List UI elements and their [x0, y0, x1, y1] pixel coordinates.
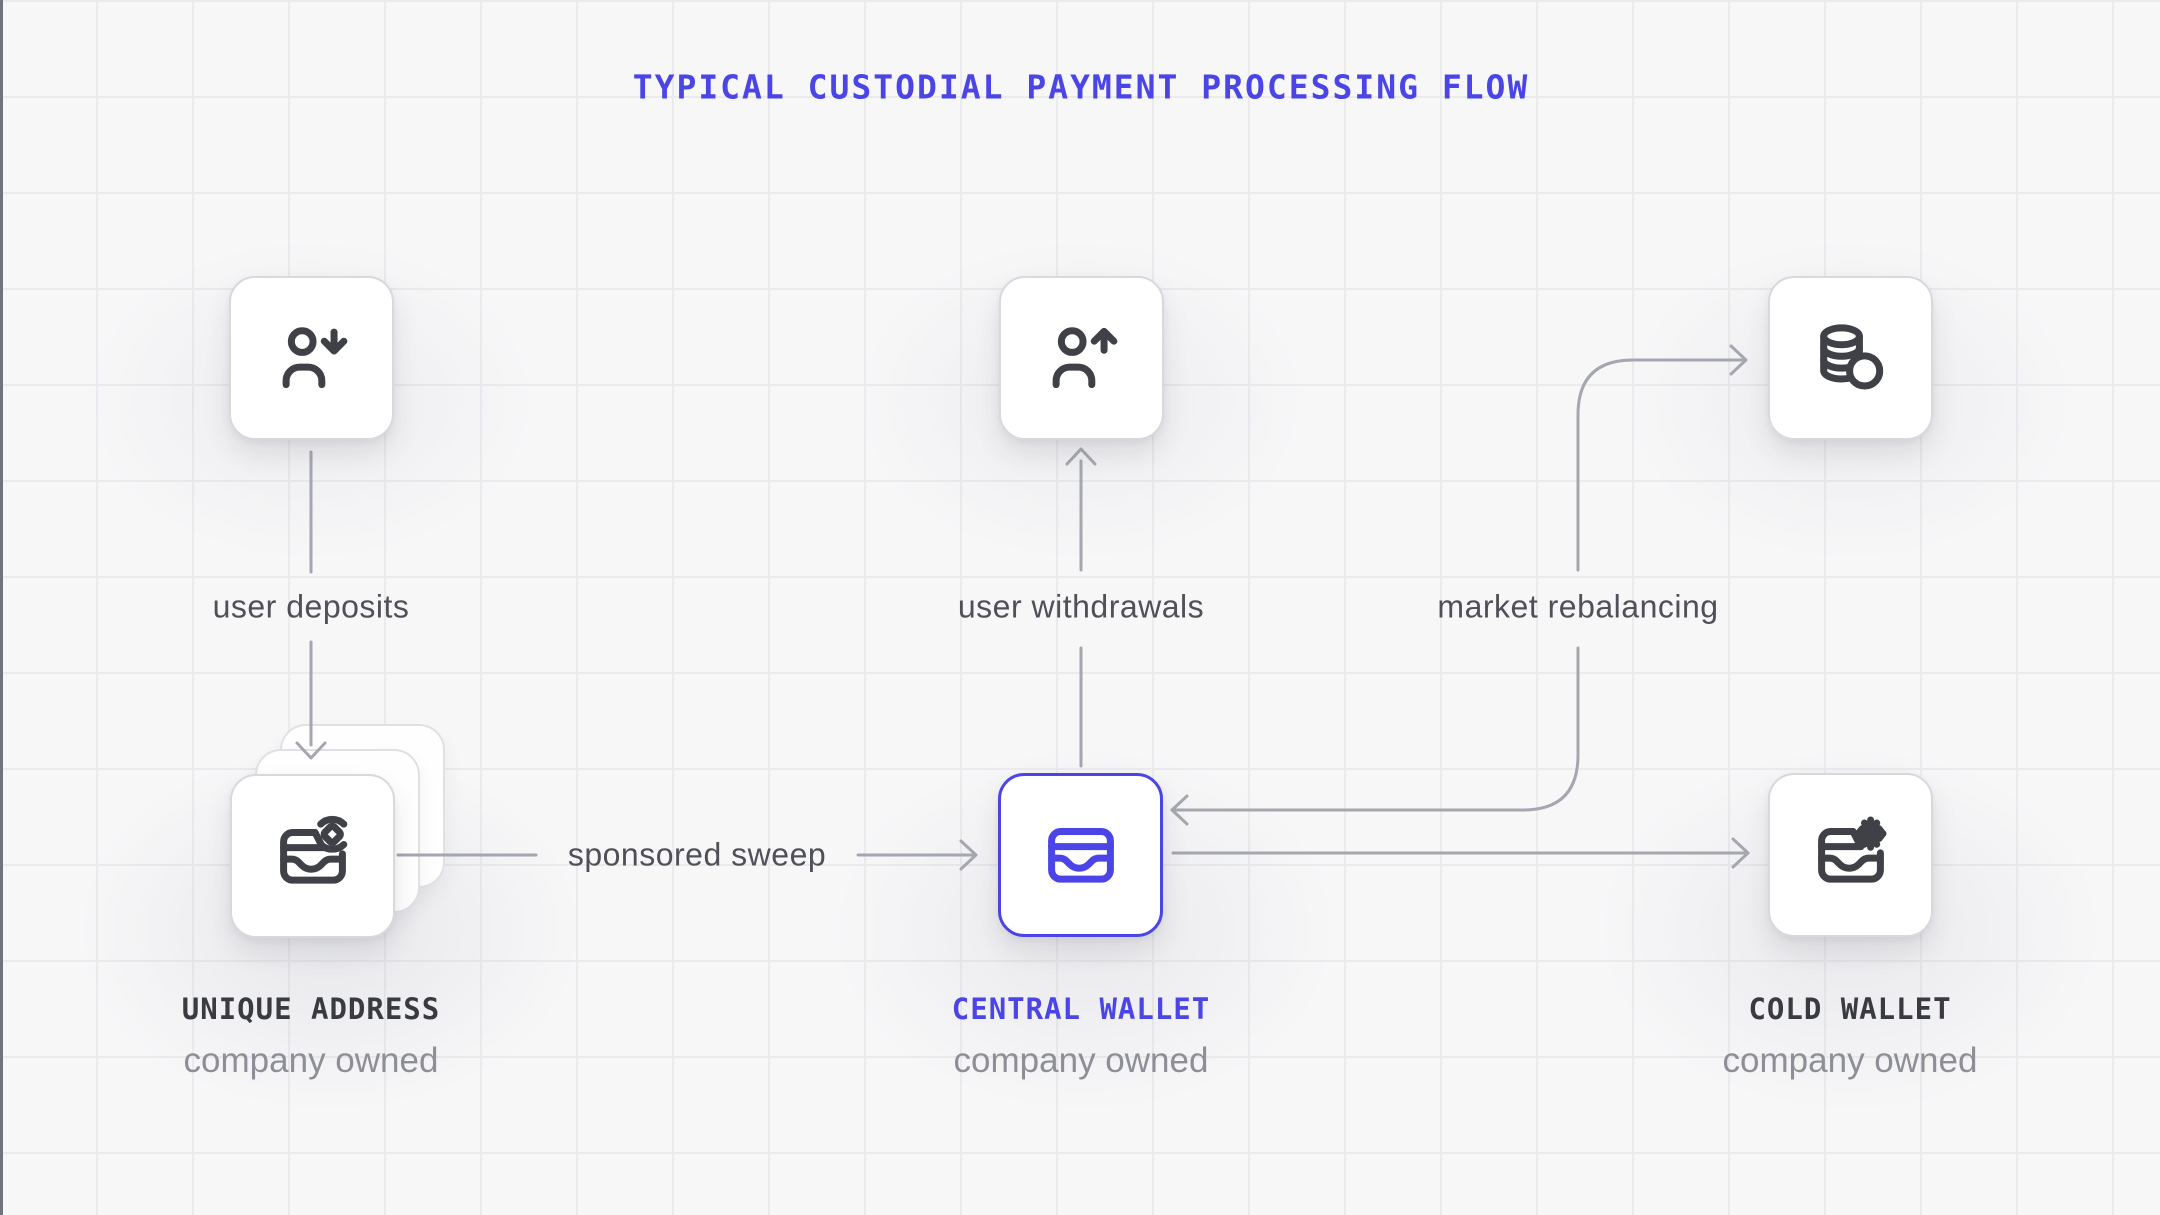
edge-market-rebalancing-arrow: [1170, 344, 1748, 826]
window-edge-strip: [0, 0, 3, 1215]
node-cold-wallet-card: [1768, 773, 1933, 937]
edge-user-withdrawals-arrow: [1065, 447, 1097, 768]
wallet-snowflake-icon: [1817, 816, 1886, 883]
cold-wallet-name: COLD WALLET: [1748, 992, 1952, 1026]
unique-address-owner: company owned: [183, 1041, 439, 1080]
node-unique-address-card: [230, 774, 395, 938]
person-arrow-up-icon: [1052, 327, 1117, 389]
coins-icon: [1819, 324, 1883, 390]
edge-label-user-withdrawals: user withdrawals: [957, 588, 1205, 625]
cold-wallet-owner: company owned: [1722, 1041, 1978, 1080]
edge-label-sponsored-sweep: sponsored sweep: [567, 836, 827, 873]
edge-central-to-cold-arrow: [1171, 837, 1750, 869]
unique-address-name: UNIQUE ADDRESS: [181, 992, 441, 1026]
node-market-coins-card: [1768, 276, 1933, 440]
edge-sponsored-sweep-arrow: [396, 839, 978, 871]
edge-label-user-deposits: user deposits: [212, 588, 410, 625]
wallet-cards-icon: [1047, 828, 1114, 883]
node-central-wallet-card: [998, 773, 1163, 937]
central-wallet-owner: company owned: [953, 1041, 1209, 1080]
central-wallet-name: CENTRAL WALLET: [951, 992, 1211, 1026]
person-arrow-down-icon: [282, 327, 347, 389]
node-user-withdrawals-card: [999, 276, 1164, 440]
node-user-deposits-card: [229, 276, 394, 440]
diagram-title: TYPICAL CUSTODIAL PAYMENT PROCESSING FLO…: [632, 67, 1530, 107]
edge-label-market-rebalancing: market rebalancing: [1437, 588, 1719, 625]
edge-user-deposits-arrow: [295, 450, 327, 760]
wallet-new-address-icon: [279, 815, 347, 884]
